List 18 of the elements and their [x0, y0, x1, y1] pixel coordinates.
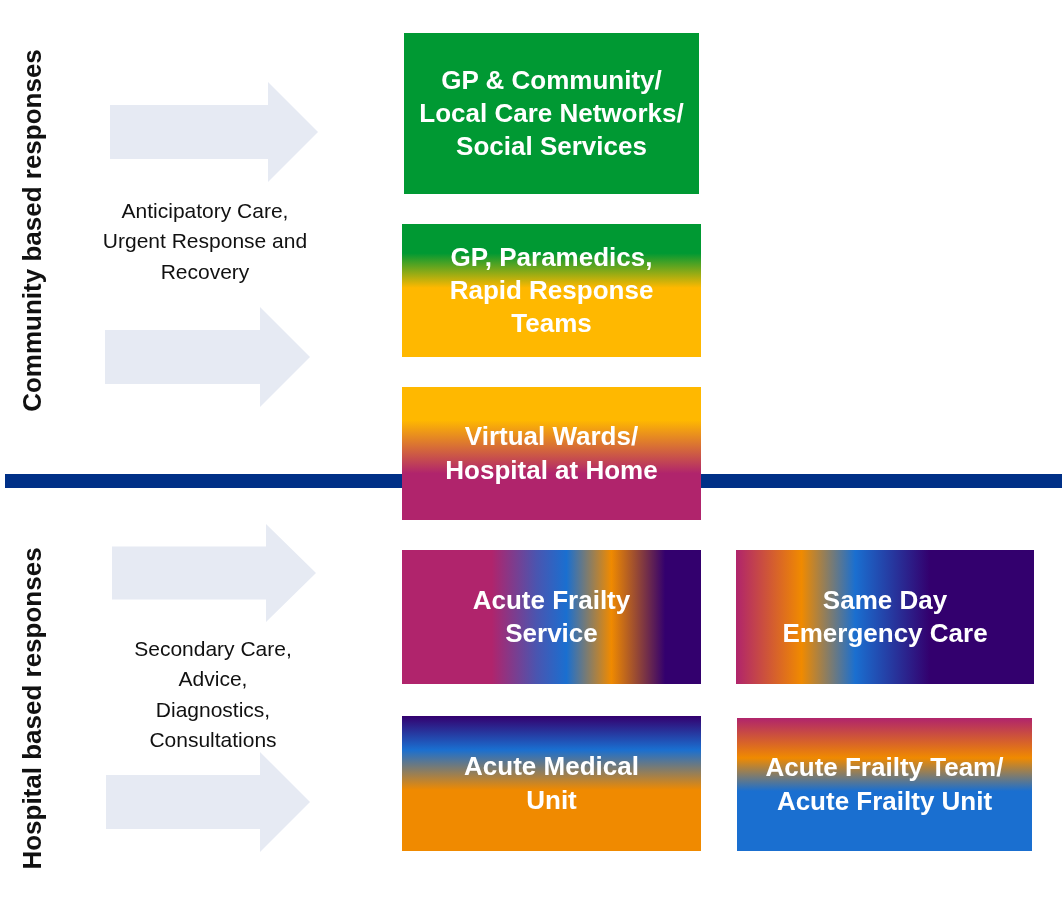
service-box [402, 387, 701, 520]
service-name: GP, Paramedics, Rapid Response Teams [448, 240, 655, 341]
service-box [402, 550, 701, 684]
divider-bar [701, 474, 1062, 488]
divider-bar [5, 474, 402, 488]
service-box [402, 224, 701, 357]
service-box [736, 550, 1034, 684]
service-name: Virtual Wards/ Hospital at Home [444, 420, 659, 487]
service-box [404, 33, 699, 194]
service-name: GP & Community/ Local Care Networks/ Social Services [418, 63, 685, 164]
service-name: Acute Medical Unit [463, 750, 640, 817]
service-name: Acute Frailty Team/ Acute Frailty Unit [764, 751, 1005, 818]
description-text: Anticipatory Care, Urgent Response and Recovery [101, 198, 309, 285]
section-label: Hospital based responses [16, 546, 48, 870]
service-box [737, 718, 1032, 851]
service-box [402, 716, 701, 851]
description-text: Secondary Care, Advice, Diagnostics, Consultations [133, 636, 293, 754]
section-label: Community based responses [16, 48, 48, 412]
